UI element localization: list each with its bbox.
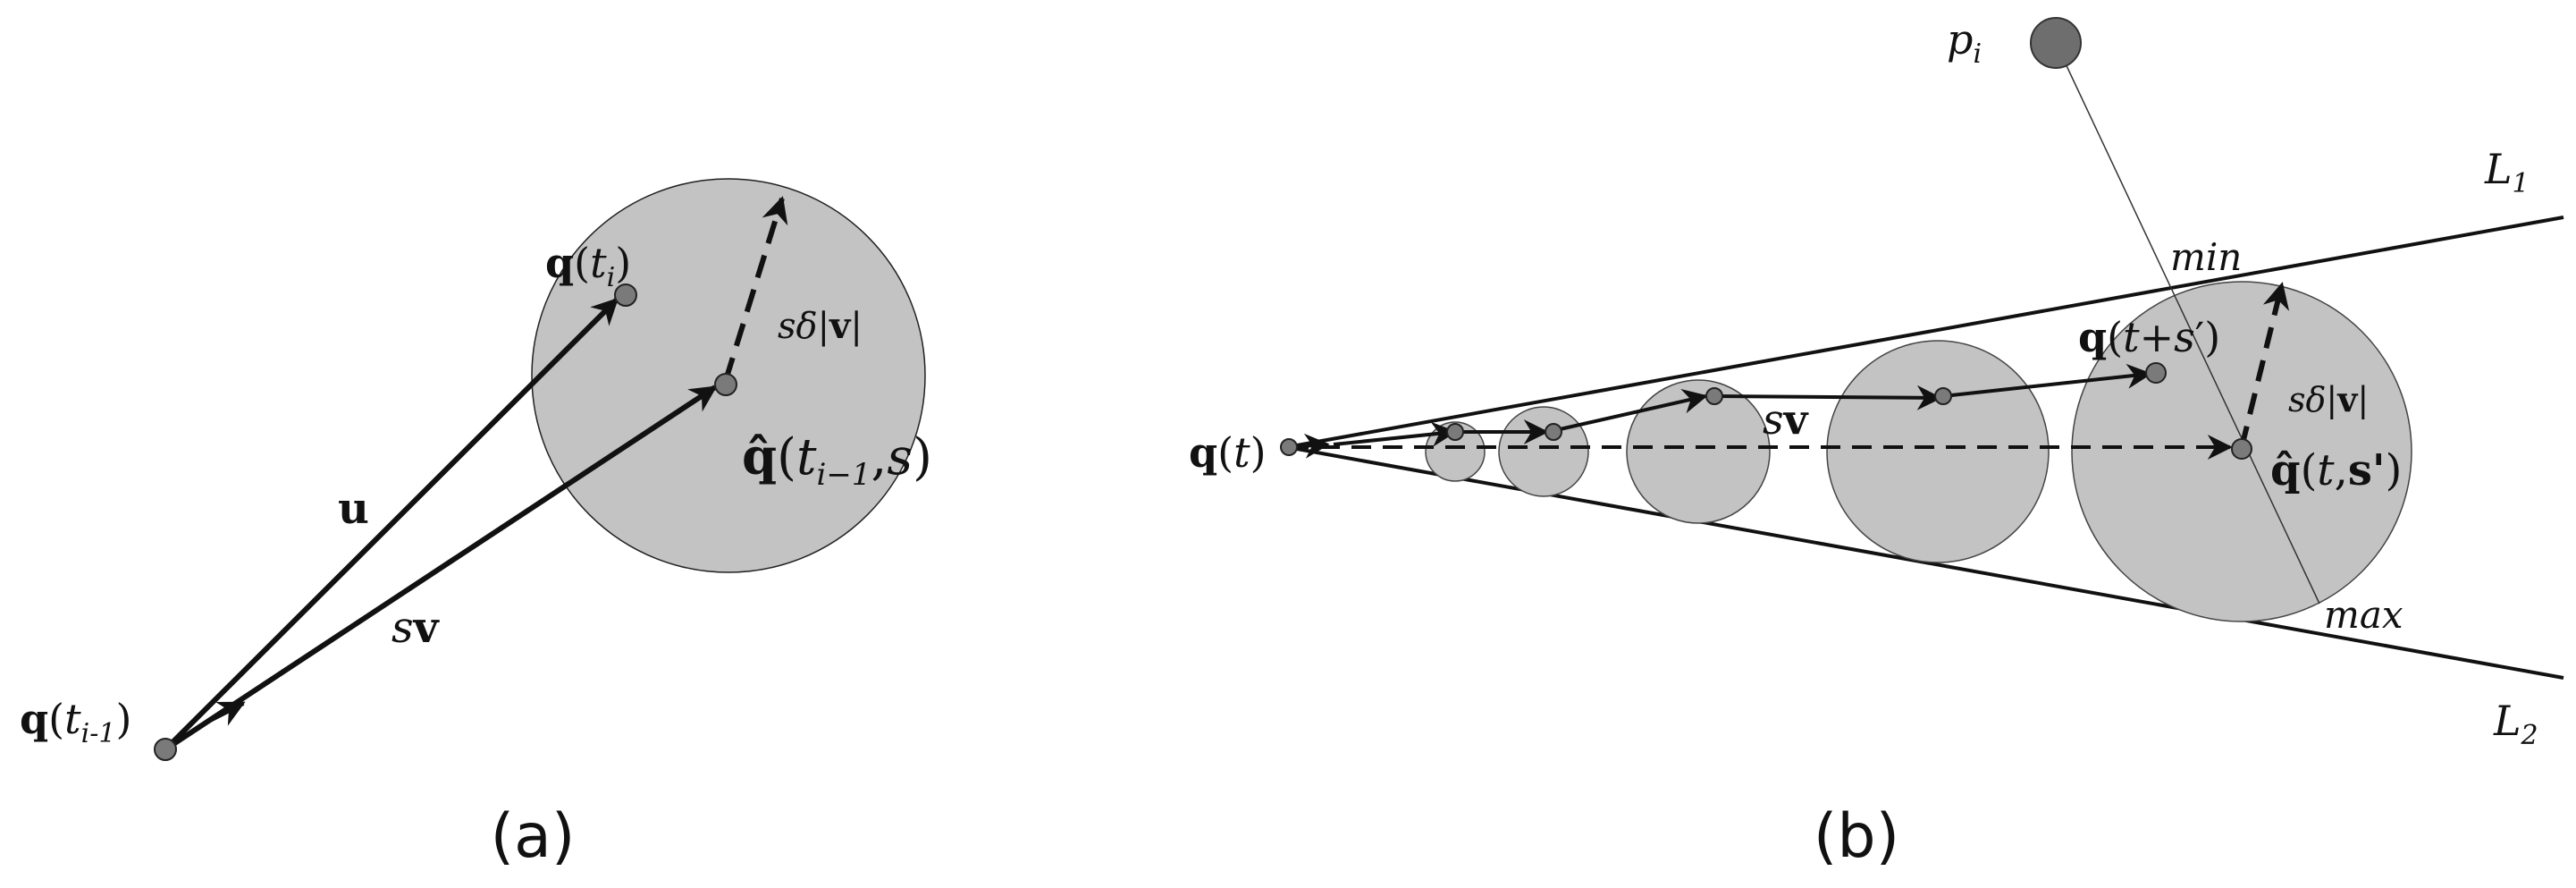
panel-a: q(ti) q(ti-1) u sv sδ|v| q̂(ti−1,s) (a) — [20, 178, 932, 872]
label-q-t: q(t) — [1189, 428, 1267, 477]
caption-a: (a) — [491, 801, 576, 872]
label-q-hat: q̂(ti−1,s) — [742, 427, 932, 493]
step-vector-3 — [1547, 388, 1708, 434]
label-s-delta-v-b: sδ|v| — [2288, 379, 2369, 419]
label-min: min — [2170, 235, 2242, 279]
label-u: u — [338, 484, 369, 534]
vector-s-delta-v-b — [2239, 282, 2290, 448]
distance-line-p-i — [2055, 42, 2320, 605]
point-p-i — [2030, 17, 2082, 69]
small-direction-arrow — [208, 700, 246, 726]
vector-sv — [164, 385, 718, 752]
point-step-2 — [1545, 423, 1562, 441]
label-q-ti: q(ti) — [545, 239, 631, 293]
boundary-line-L2 — [1286, 445, 2564, 680]
step-vector-4 — [1713, 385, 1942, 410]
point-q-ti-minus-1 — [154, 738, 177, 761]
disk-4 — [1826, 340, 2050, 563]
label-sv-b: sv — [1763, 395, 1809, 444]
disk-3 — [1626, 379, 1771, 524]
point-step-1 — [1446, 423, 1464, 441]
label-sv: sv — [391, 603, 441, 653]
label-s-delta-v: sδ|v| — [778, 305, 863, 347]
boundary-line-L1 — [1286, 216, 2564, 449]
label-q-t-s-prime: q(t+s′) — [2078, 313, 2220, 361]
label-L2: L2 — [2493, 697, 2538, 751]
point-q-hat-b — [2231, 438, 2252, 460]
point-step-4 — [1934, 387, 1952, 405]
vector-s-delta-v — [723, 196, 788, 381]
label-p-i: pi — [1947, 15, 1982, 70]
step-vector-1 — [1333, 421, 1457, 447]
label-max: max — [2324, 593, 2403, 637]
step-vector-5 — [1942, 363, 2152, 398]
point-step-3 — [1705, 387, 1723, 405]
point-q-ti — [614, 283, 637, 307]
label-q-hat-b: q̂(t,s') — [2270, 445, 2402, 495]
point-q-hat — [714, 373, 737, 396]
caption-b: (b) — [1814, 801, 1899, 872]
panel-b: pi L1 L2 min max q(t) sv q(t+s′) sδ|v| q… — [1189, 15, 2564, 872]
vector-u — [163, 297, 619, 752]
point-q-t-s-prime — [2145, 362, 2167, 384]
disk-2 — [1498, 406, 1589, 497]
label-q-ti-minus-1: q(ti-1) — [20, 695, 131, 749]
point-q-t — [1280, 438, 1298, 456]
label-L1: L1 — [2484, 145, 2530, 199]
